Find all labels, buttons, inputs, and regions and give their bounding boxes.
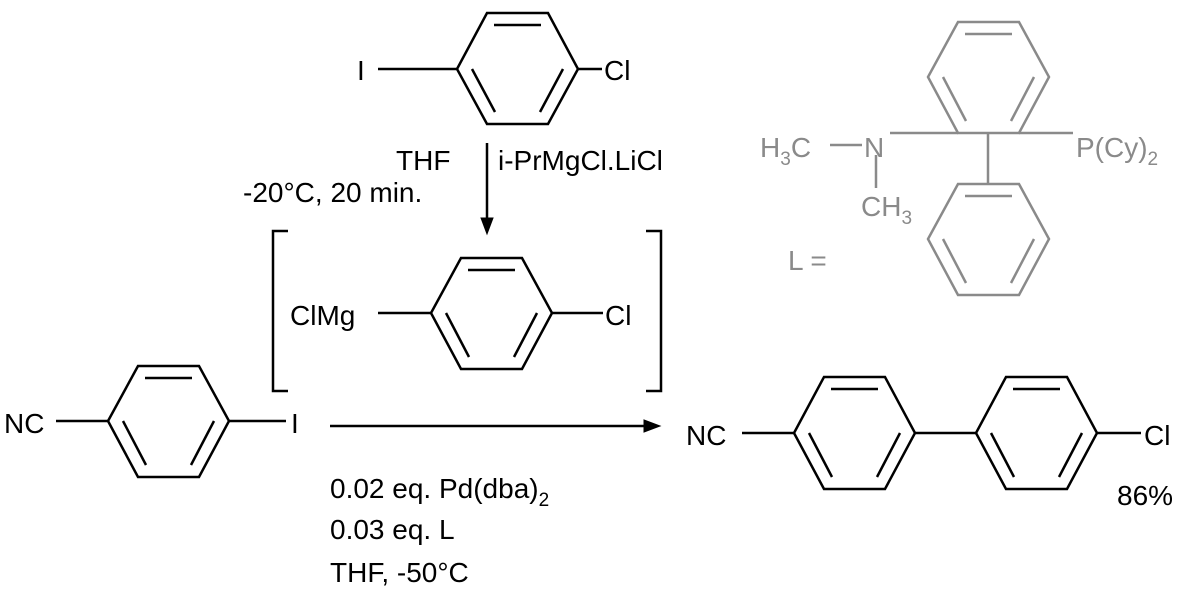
product-ring-right (974, 375, 1099, 491)
intermediate-ring-inner-bond (444, 312, 471, 358)
start-material-iodobenzonitrile (56, 364, 286, 479)
step2-ligand-loading: 0.03 eq. L (330, 514, 455, 545)
reaction-arrow (330, 419, 662, 433)
product-ring-left-inner-bond (807, 432, 834, 478)
step1-solvent: THF (396, 145, 450, 176)
product-chlorine: Cl (1144, 420, 1170, 451)
reagent-chloroiodobenzene (378, 11, 602, 126)
right-bracket (646, 229, 663, 393)
product-yield: 86% (1117, 480, 1173, 511)
ligand-lower-ring (926, 182, 1051, 297)
start-ring-inner-bond (189, 420, 216, 466)
step1-reagent: i-PrMgCl.LiCl (498, 145, 663, 176)
reagent-top-ring (455, 11, 580, 126)
reagent-top-chlorine: Cl (604, 55, 630, 86)
product-nitrile: NC (686, 420, 726, 451)
ligand-lower-ring-inner-bond (941, 238, 968, 284)
intermediate-clmg: ClMg (290, 300, 355, 331)
product-ring-left (792, 375, 917, 491)
ligand-structure (830, 20, 1073, 297)
ligand-label: L = (788, 245, 827, 276)
start-ring-inner-bond (121, 420, 148, 466)
step1-arrow (480, 143, 494, 236)
intermediate-ring (429, 256, 554, 371)
ligand-h3c: H3C (760, 132, 811, 170)
start-ring (106, 364, 231, 479)
intermediate-chlorine: Cl (605, 300, 631, 331)
reagent-top-ring-inner-bond (538, 68, 565, 113)
step2-catalyst: 0.02 eq. Pd(dba)2 (330, 473, 549, 511)
product-ring-right-inner-bond (1057, 432, 1084, 478)
ligand-upper-ring-inner-bond (1009, 76, 1036, 122)
ligand-upper-ring (926, 20, 1051, 135)
step1-conditions: -20°C, 20 min. (243, 177, 422, 208)
ligand-ch3: CH3 (861, 191, 912, 229)
ligand-nitrogen: N (864, 132, 884, 163)
product-ring-left-inner-bond (875, 432, 902, 478)
intermediate-brackets (271, 229, 663, 393)
intermediate-ring-inner-bond (512, 312, 539, 358)
product-ring-right-inner-bond (989, 432, 1016, 478)
left-bracket (271, 229, 288, 393)
intermediate-grignard (378, 256, 603, 371)
ligand-lower-ring-inner-bond (1009, 238, 1036, 284)
start-nitrile: NC (4, 408, 44, 439)
ligand-upper-ring-inner-bond (941, 76, 968, 122)
ligand-phosphine: P(Cy)2 (1076, 132, 1158, 170)
step2-solvent-temp: THF, -50°C (330, 557, 469, 588)
start-iodine: I (291, 408, 299, 439)
reagent-top-iodine: I (357, 55, 365, 86)
reagent-top-ring-inner-bond (470, 68, 497, 113)
product-biphenyl (742, 375, 1141, 491)
